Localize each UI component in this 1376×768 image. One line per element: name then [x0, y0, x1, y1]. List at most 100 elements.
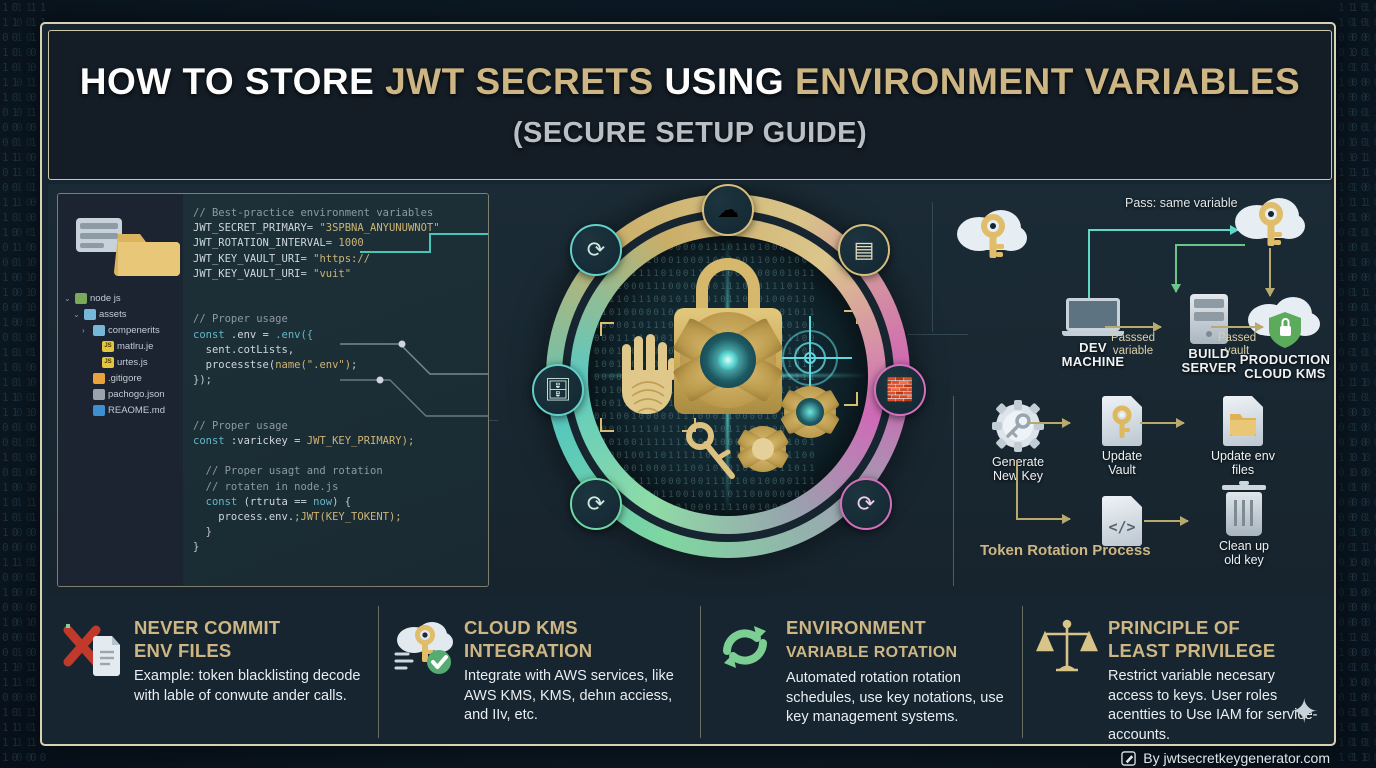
- code-token: =: [307, 222, 320, 234]
- code-token: ;JWT(KEY_TOKENT);: [294, 511, 401, 523]
- lock-core-glow: [718, 350, 738, 370]
- git-icon: [93, 373, 105, 384]
- pipeline-node-label: PRODUCTIONCLOUD KMS: [1225, 353, 1332, 381]
- file-tree-label: assets: [99, 309, 126, 320]
- deployment-pipeline: Pass: same variable: [953, 198, 1325, 392]
- code-token: // rotaten in node.js: [193, 481, 338, 493]
- md-icon: [93, 405, 105, 416]
- file-tree-item[interactable]: REAOME.md: [64, 402, 183, 418]
- code-file-icon: </>: [1102, 496, 1142, 546]
- file-tree-label: compenerits: [108, 325, 160, 336]
- edit-square-icon: [1121, 751, 1136, 766]
- rotation-step-update-env-files: Update envfiles: [1188, 396, 1298, 477]
- page-title: HOW TO STORE JWT SECRETS USING ENVIRONME…: [80, 61, 1300, 103]
- card-environment-variable-rotation: ENVIRONMENT VARIABLE ROTATION Automated …: [700, 602, 1022, 742]
- code-token: sent: [193, 344, 231, 356]
- file-tree-item[interactable]: › compenerits: [64, 322, 183, 338]
- database-badge: 🗄: [532, 364, 584, 416]
- binary-column: 11 00 10 10 11 01 10 01 00 10 10 10 10 1…: [16, 0, 35, 768]
- gear-key-center: [752, 438, 774, 460]
- card-title2: VARIABLE ROTATION: [786, 644, 957, 661]
- code-token: "vuit": [313, 268, 351, 280]
- card-title: PRINCIPLE OF: [1108, 617, 1240, 638]
- chevron-icon[interactable]: ›: [82, 326, 90, 335]
- header-banner: HOW TO STORE JWT SECRETS USING ENVIRONME…: [48, 30, 1332, 180]
- rotation-step-label: UpdateVault: [1074, 449, 1170, 477]
- central-security-hub: 001100111100000111011010001101 011010110…: [518, 184, 938, 596]
- title-run: JWT SECRETS: [385, 61, 664, 102]
- card-body: Automated rotation rotation schedules, u…: [786, 669, 1012, 728]
- footer-text: By jwtsecretkeygenerator.com: [1143, 750, 1330, 766]
- rotation-arrow-4: [1144, 520, 1188, 522]
- file-tree-item[interactable]: .gitigore: [64, 370, 183, 386]
- chevron-icon[interactable]: ⌄: [64, 294, 72, 303]
- code-token: now: [313, 496, 332, 508]
- rotate-badge-top: ⟳: [570, 224, 622, 276]
- red-x-file-icon: [62, 616, 124, 678]
- svg-text:</>: </>: [1108, 518, 1135, 536]
- file-tree-item[interactable]: ⌄ assets: [64, 306, 183, 322]
- file-tree-label: .gitigore: [108, 373, 142, 384]
- binary-column: 10 11 00 10 10 11 10 01 00 00 11 01 00 1…: [2, 0, 21, 768]
- main-panel: HOW TO STORE JWT SECRETS USING ENVIRONME…: [40, 22, 1336, 746]
- rotation-step-update-vault: UpdateVault: [1074, 396, 1170, 477]
- code-connector-2: [340, 334, 488, 454]
- file-tree-item[interactable]: JSmatlru.je: [64, 338, 183, 354]
- code-token: JWT_KEY_VAULT_URI: [193, 253, 300, 265]
- code-token: const: [193, 329, 225, 341]
- trash-icon: [1226, 492, 1262, 536]
- rotate-badge-right: ⟳: [840, 478, 892, 530]
- chevron-icon[interactable]: ⌄: [73, 310, 81, 319]
- rotate-badge-left: ⟳: [570, 478, 622, 530]
- tips-cards-row: NEVER COMMIT ENV FILES Example: token bl…: [48, 602, 1332, 742]
- rotation-arrow-3: [1016, 518, 1070, 520]
- gold-down-arrow: [1269, 248, 1271, 296]
- binary-column: 11 10 00 01 10 10 00 10 00 01 11 11 10 1…: [1338, 0, 1357, 768]
- rotation-elbow-v: [1016, 460, 1018, 518]
- edge-label-passed-vault: Passedvault: [1207, 332, 1267, 357]
- card-principle-of-least-privilege: PRINCIPLE OF LEAST PRIVILEGE Restrict va…: [1022, 602, 1332, 742]
- rotation-arrow-2: [1140, 422, 1184, 424]
- rotation-step-clean-up-old-key: Clean upold key: [1190, 492, 1298, 567]
- card-body: Integrate with AWS services, like AWS KM…: [464, 667, 690, 726]
- target-scanner-icon: [774, 322, 846, 394]
- code-token: =: [326, 237, 339, 249]
- file-tree-label: pachogo.json: [108, 389, 165, 400]
- file-tree-label: urtes.js: [117, 357, 148, 368]
- green-down-arrow: [1175, 244, 1177, 292]
- file-tree-item[interactable]: ⌄ node js: [64, 290, 183, 306]
- title-run: USING: [664, 61, 794, 102]
- padlock-icon: [674, 258, 782, 418]
- js-icon: JS: [102, 341, 114, 352]
- title-run: HOW TO STORE: [80, 61, 385, 102]
- binary-column: 10 10 00 00 10 00 00 00 00 00 01 11 10 1…: [1351, 0, 1370, 768]
- code-line: // Proper usagt and rotation: [193, 464, 480, 479]
- card-title2: LEAST PRIVILEGE: [1108, 640, 1275, 661]
- code-token: process.env.: [193, 511, 294, 523]
- footer-attribution: By jwtsecretkeygenerator.com: [1121, 750, 1330, 766]
- code-token: // Proper usage: [193, 313, 288, 325]
- key-icon: [684, 422, 740, 484]
- file-tree-item[interactable]: JSurtes.js: [64, 354, 183, 370]
- card-title: NEVER COMMIT: [134, 617, 280, 638]
- cloud-key-badge: ☁: [702, 184, 754, 236]
- file-tree-item[interactable]: pachogo.json: [64, 386, 183, 402]
- gear-key-icon: [992, 400, 1044, 452]
- code-token: .cotLists,: [231, 344, 294, 356]
- rotation-step-generate-new-key: GenerateNew Key: [970, 400, 1066, 483]
- code-token: JWT_ROTATION_INTERVAL: [193, 237, 326, 249]
- code-token: // Proper usage: [193, 420, 288, 432]
- code-area[interactable]: // Best-practice environment variablesJW…: [183, 194, 488, 586]
- code-line: }: [193, 540, 480, 555]
- code-token: (rtruta ==: [237, 496, 313, 508]
- scales-icon: [1036, 616, 1098, 678]
- key-file-icon: [1102, 396, 1142, 446]
- page-subtitle: (SECURE SETUP GUIDE): [513, 117, 867, 150]
- server-badge: ▤: [838, 224, 890, 276]
- cloud-key-icon-left: [953, 204, 1031, 267]
- file-stack-icon: [74, 208, 182, 282]
- code-line: }: [193, 525, 480, 540]
- file-tree-label: node js: [90, 293, 121, 304]
- card-title2: ENV FILES: [134, 640, 231, 661]
